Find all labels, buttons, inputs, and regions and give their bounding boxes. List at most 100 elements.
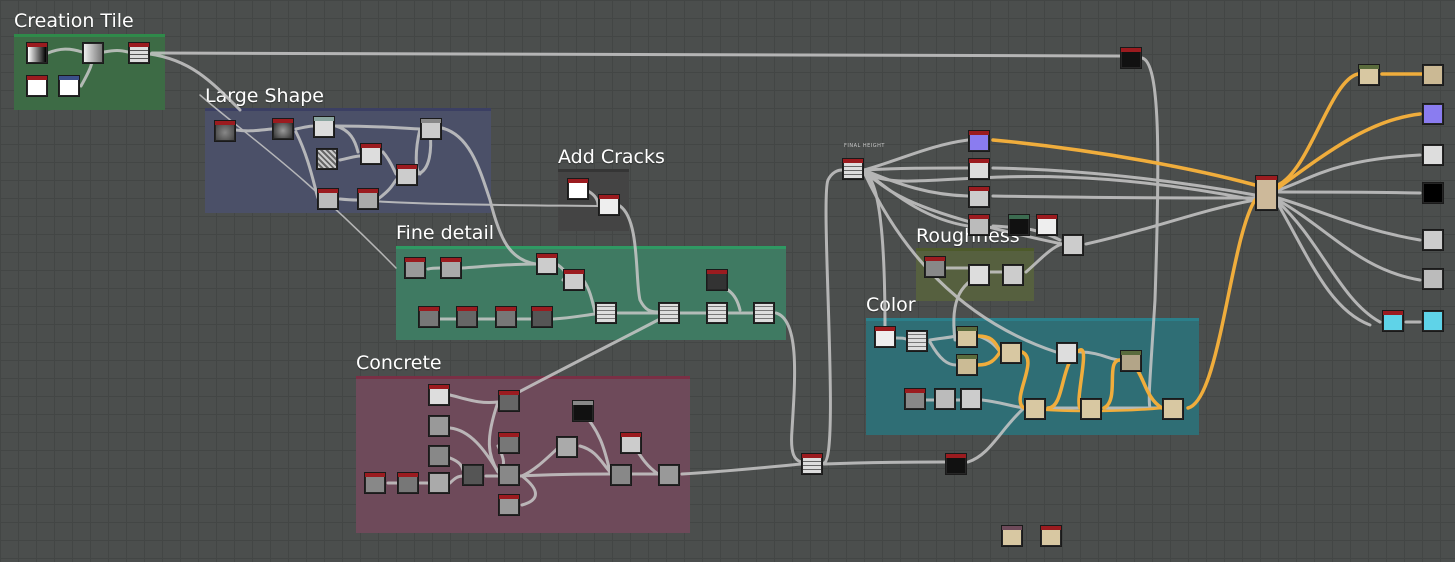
- node-detail-noise[interactable]: [456, 306, 478, 328]
- node-color-blend[interactable]: [1080, 398, 1102, 420]
- node-thumbnail: [464, 466, 482, 484]
- node-color-gradient-map[interactable]: [1120, 350, 1142, 372]
- node-tile-sampler[interactable]: [128, 42, 150, 64]
- node-detail-blend[interactable]: [563, 269, 585, 291]
- node-concrete-blend[interactable]: [498, 464, 520, 486]
- node-thumbnail: [660, 304, 678, 322]
- node-detail-blend[interactable]: [706, 302, 728, 324]
- node-cracks-source[interactable]: [567, 178, 589, 200]
- node-cracks-mask[interactable]: [945, 453, 967, 475]
- output-height[interactable]: [1422, 229, 1444, 251]
- node-detail-cracks[interactable]: [706, 269, 728, 291]
- node-height-blend[interactable]: [801, 453, 823, 475]
- node-concrete-noise[interactable]: [428, 445, 450, 467]
- node-transform[interactable]: [82, 42, 104, 64]
- node-detail-noise[interactable]: [418, 306, 440, 328]
- node-warp[interactable]: [357, 188, 379, 210]
- node-concrete-noise[interactable]: [428, 472, 450, 494]
- node-blend[interactable]: [420, 118, 442, 140]
- node-warp[interactable]: [317, 188, 339, 210]
- node-concrete-noise[interactable]: [364, 472, 386, 494]
- node-detail-noise[interactable]: [495, 306, 517, 328]
- node-roughness-blend[interactable]: [1062, 234, 1084, 256]
- node-color-blend[interactable]: [1000, 342, 1022, 364]
- node-loose[interactable]: [1001, 525, 1023, 547]
- node-concrete-noise[interactable]: [428, 415, 450, 437]
- node-color-blend[interactable]: [1162, 398, 1184, 420]
- node-normal[interactable]: [968, 130, 990, 152]
- node-blend[interactable]: [396, 164, 418, 186]
- node-concrete-noise[interactable]: [620, 432, 642, 454]
- node-blend[interactable]: [360, 143, 382, 165]
- node-concrete-blend[interactable]: [498, 494, 520, 516]
- node-color-blend[interactable]: [1056, 342, 1078, 364]
- output-normal-2[interactable]: [1422, 310, 1444, 332]
- node-cracks-blend[interactable]: [598, 194, 620, 216]
- output-metallic[interactable]: [1422, 182, 1444, 204]
- frame-concrete[interactable]: Concrete: [356, 352, 690, 533]
- output-normal[interactable]: [1422, 103, 1444, 125]
- node-roughness-mask[interactable]: [1008, 214, 1030, 236]
- node-thumbnail: [497, 311, 515, 326]
- node-color-gradient-map[interactable]: [956, 354, 978, 376]
- node-roughness-level[interactable]: [968, 264, 990, 286]
- node-blend[interactable]: [313, 116, 335, 138]
- node-roughness-src[interactable]: [924, 256, 946, 278]
- node-basecolor-pre[interactable]: [1358, 64, 1380, 86]
- node-thumbnail: [366, 477, 384, 492]
- node-normal-convert[interactable]: [1382, 310, 1404, 332]
- node-noise[interactable]: [214, 120, 236, 142]
- node-roughness-level[interactable]: [1002, 264, 1024, 286]
- node-concrete-cracks[interactable]: [572, 400, 594, 422]
- node-color-noise[interactable]: [904, 388, 926, 410]
- node-concrete-blend[interactable]: [498, 432, 520, 454]
- node-concrete-blend[interactable]: [498, 390, 520, 412]
- node-thumbnail: [558, 438, 576, 456]
- node-grunge[interactable]: [316, 148, 338, 170]
- node-color-blend[interactable]: [1024, 398, 1046, 420]
- node-header: [1383, 311, 1403, 315]
- node-curvature[interactable]: [968, 186, 990, 208]
- node-concrete-noise[interactable]: [556, 436, 578, 458]
- node-header: [314, 117, 334, 121]
- node-color-noise[interactable]: [934, 388, 956, 410]
- node-thumbnail: [1010, 219, 1028, 234]
- node-header: [59, 76, 79, 80]
- node-detail-noise[interactable]: [440, 257, 462, 279]
- node-thumbnail: [422, 123, 440, 138]
- node-concrete-blend[interactable]: [658, 464, 680, 486]
- output-roughness[interactable]: [1422, 144, 1444, 166]
- node-roughness-mask[interactable]: [1036, 214, 1058, 236]
- node-header: [397, 165, 417, 169]
- node-color-source[interactable]: [874, 326, 896, 348]
- node-color-gradient-map[interactable]: [956, 326, 978, 348]
- node-detail-blend[interactable]: [753, 302, 775, 324]
- node-height-out[interactable]: [968, 214, 990, 236]
- node-ao[interactable]: [968, 158, 990, 180]
- node-loose[interactable]: [1040, 525, 1062, 547]
- node-final-height[interactable]: [842, 158, 864, 180]
- node-color-blend[interactable]: [906, 330, 928, 352]
- node-color-noise[interactable]: [960, 388, 982, 410]
- output-ao[interactable]: [1422, 268, 1444, 290]
- node-detail-noise[interactable]: [404, 257, 426, 279]
- node-gradient[interactable]: [26, 42, 48, 64]
- node-top-mask[interactable]: [1120, 47, 1142, 69]
- node-thumbnail: [420, 311, 438, 326]
- node-concrete-noise[interactable]: [397, 472, 419, 494]
- node-header: [365, 473, 385, 477]
- node-pbr-hub[interactable]: [1255, 175, 1278, 211]
- node-thumbnail: [1384, 315, 1402, 330]
- node-uniform-white[interactable]: [26, 75, 48, 97]
- node-concrete-blend[interactable]: [610, 464, 632, 486]
- node-uniform-blue[interactable]: [58, 75, 80, 97]
- node-concrete-noise[interactable]: [462, 464, 484, 486]
- node-detail-blend[interactable]: [658, 302, 680, 324]
- node-concrete-noise[interactable]: [428, 384, 450, 406]
- output-basecolor[interactable]: [1422, 64, 1444, 86]
- node-noise[interactable]: [272, 118, 294, 140]
- node-detail-blend[interactable]: [595, 302, 617, 324]
- node-detail-blend[interactable]: [536, 253, 558, 275]
- node-detail-noise[interactable]: [531, 306, 553, 328]
